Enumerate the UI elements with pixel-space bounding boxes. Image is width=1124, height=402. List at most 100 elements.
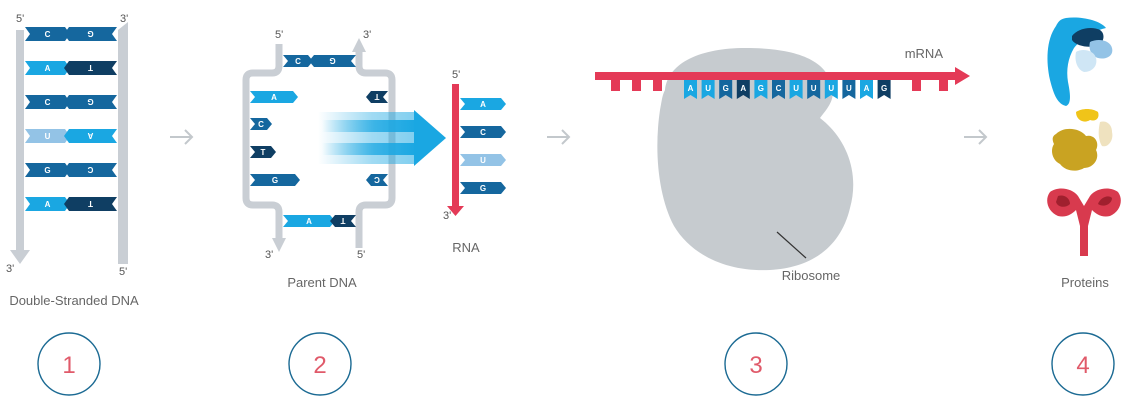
- nucleotide-letter: C: [295, 57, 301, 66]
- step-4-badge: 4: [1051, 332, 1115, 396]
- parent-right-strand-head: [352, 38, 366, 52]
- dna-left-strand: [10, 30, 30, 264]
- nucleotide-a: A: [25, 197, 70, 211]
- nucleotide-letter: G: [272, 176, 278, 185]
- nucleotide-g: G: [309, 55, 356, 67]
- codon-base: G: [877, 80, 891, 99]
- nucleotide-letter: C: [87, 165, 93, 174]
- nucleotide-letter: U: [480, 156, 486, 165]
- step-number: 1: [62, 352, 75, 379]
- three-prime-bottom-label: 3': [6, 263, 14, 275]
- codon-base: U: [807, 80, 821, 99]
- nucleotide-letter: G: [44, 166, 50, 175]
- nucleotide-letter: C: [45, 30, 51, 39]
- nucleotide-letter: C: [374, 175, 380, 184]
- codon-letter: G: [723, 84, 729, 93]
- parent-left-strand-head: [272, 238, 286, 252]
- double-stranded-dna-label: Double-Stranded DNA: [9, 293, 139, 308]
- proteins: Proteins: [1047, 17, 1121, 290]
- codon-letter: G: [881, 84, 887, 93]
- parent-left-strand: [242, 44, 283, 240]
- nucleotide-letter: A: [45, 64, 51, 73]
- arrow-right-icon: [547, 129, 571, 145]
- mrna-teeth: [611, 80, 948, 91]
- nucleotide-a: A: [460, 98, 506, 110]
- five-prime-bottom-label: 5': [357, 249, 365, 261]
- nucleotide-a: A: [250, 91, 298, 103]
- three-prime-label: 3': [120, 13, 128, 25]
- rna-five-prime-label: 5': [452, 69, 460, 81]
- three-prime-label: 3': [363, 29, 371, 41]
- nucleotide-c: C: [366, 174, 388, 186]
- nucleotide-letter: A: [480, 100, 486, 109]
- mrna-tooth: [912, 80, 921, 91]
- arrow-right-icon: [964, 129, 988, 145]
- step-2-badge: 2: [288, 332, 352, 396]
- nucleotide-t: T: [64, 197, 117, 211]
- nucleotide-letter: T: [340, 216, 345, 225]
- nucleotide-t: T: [330, 215, 356, 227]
- nucleotide-g: G: [250, 174, 300, 186]
- codon-base: G: [719, 80, 733, 99]
- nucleotide-c: C: [64, 163, 117, 177]
- yellow-protein-icon: [1052, 109, 1113, 171]
- arrow-right-icon: [170, 129, 194, 145]
- codon-letter: U: [811, 84, 817, 93]
- codon-base: G: [754, 80, 768, 99]
- mrna-tooth: [632, 80, 641, 91]
- five-prime-bottom-label: 5': [119, 266, 127, 278]
- step-number: 2: [313, 352, 326, 379]
- rna-backbone: [447, 84, 464, 216]
- five-prime-label: 5': [16, 13, 24, 25]
- codon-letter: A: [864, 84, 870, 93]
- ribosome-pointer: [776, 231, 807, 259]
- codon-letter: A: [688, 84, 694, 93]
- ribosome-shape: [657, 48, 854, 271]
- codon-letter: A: [740, 84, 746, 93]
- step-1-badge: 1: [37, 332, 101, 396]
- nucleotide-t: T: [64, 61, 117, 75]
- nucleotide-c: C: [283, 55, 313, 67]
- codon-letter: G: [758, 84, 764, 93]
- nucleotide-letter: A: [271, 93, 277, 102]
- nucleotide-letter: A: [87, 131, 93, 140]
- step-number: 3: [749, 352, 762, 379]
- nucleotide-letter: G: [480, 184, 486, 193]
- mrna-tooth: [611, 80, 620, 91]
- codon-letter: U: [828, 84, 834, 93]
- nucleotide-t: T: [366, 91, 388, 103]
- nucleotide-c: C: [460, 126, 506, 138]
- nucleotide-letter: T: [261, 148, 266, 157]
- nucleotide-letter: T: [88, 63, 93, 72]
- nucleotide-letter: G: [329, 56, 335, 65]
- nucleotide-a: A: [283, 215, 335, 227]
- codon-base: C: [772, 80, 785, 99]
- rna-three-prime-label: 3': [443, 210, 451, 222]
- step-3-badge: 3: [724, 332, 788, 396]
- nucleotide-g: G: [460, 182, 506, 194]
- codon-base: U: [842, 80, 856, 99]
- step-numbers: 1 2 3 4: [37, 332, 1115, 396]
- three-prime-bottom-label: 3': [265, 249, 273, 261]
- step-number: 4: [1076, 352, 1089, 379]
- nucleotide-a: A: [64, 129, 117, 143]
- codon-base: U: [701, 80, 715, 99]
- nucleotide-letter: U: [45, 132, 51, 141]
- parent-dna-label: Parent DNA: [287, 275, 357, 290]
- nucleotide-letter: C: [45, 98, 51, 107]
- codon-base: U: [824, 80, 838, 99]
- nucleotide-letter: T: [374, 92, 379, 101]
- codon-base: U: [789, 80, 803, 99]
- mrna-tooth: [939, 80, 948, 91]
- nucleotide-letter: G: [87, 97, 93, 106]
- transcription-arrow-icon: [318, 110, 446, 166]
- nucleotide-g: G: [25, 163, 70, 177]
- codon-letter: C: [776, 84, 782, 93]
- codon-base: A: [684, 80, 697, 99]
- nucleotide-g: G: [64, 27, 117, 41]
- nucleotide-t: T: [250, 146, 276, 158]
